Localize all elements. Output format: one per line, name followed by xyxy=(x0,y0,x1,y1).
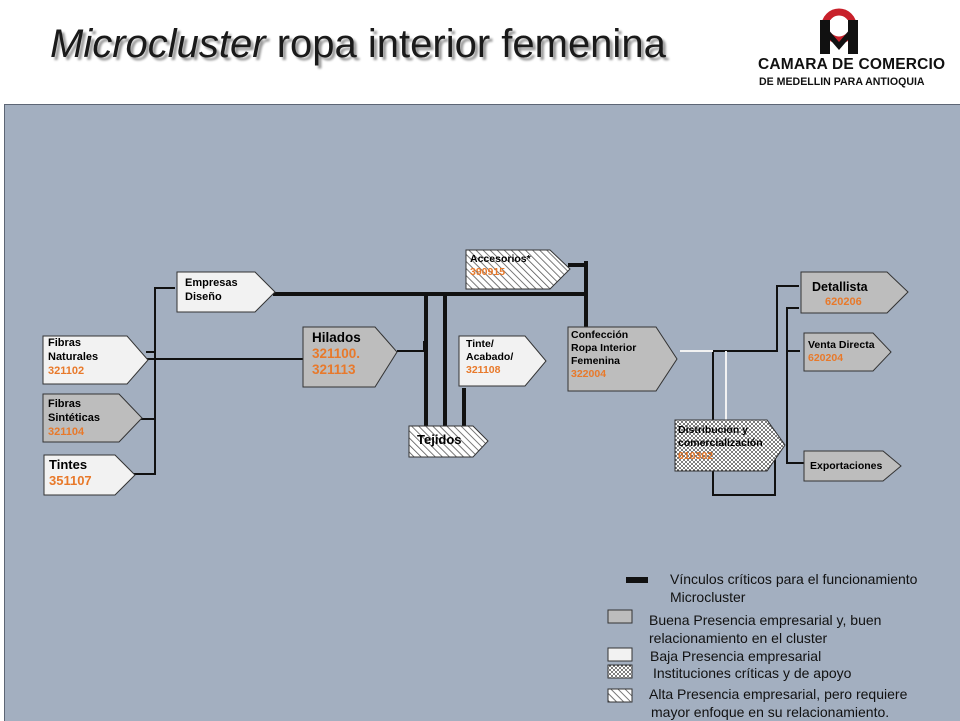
empresas-diseno-label-1: Empresas xyxy=(185,277,238,289)
camara-comercio-logo: CAMARA DE COMERCIO DE MEDELLIN PARA ANTI… xyxy=(758,6,958,98)
venta-directa-label: Venta Directa xyxy=(808,339,875,351)
fibras-sinteticas-label-1: Fibras xyxy=(48,398,82,410)
fibras-sinteticas-label-2: Sintéticas xyxy=(48,411,100,424)
confeccion-label-2: Ropa Interior xyxy=(571,342,637,355)
tintes-code: 351107 xyxy=(49,473,92,489)
legend-alta: Alta Presencia empresarial, pero requier… xyxy=(649,686,908,720)
fibras-sinteticas-shape xyxy=(42,393,143,443)
detallista-shape xyxy=(800,271,909,314)
tintes-shape xyxy=(43,454,136,496)
hilados-shape xyxy=(302,326,398,388)
legend-instituciones: Instituciones críticas y de apoyo xyxy=(653,665,852,681)
confeccion-code: 322004 xyxy=(571,368,607,381)
exportaciones-label: Exportaciones xyxy=(810,460,883,472)
exportaciones-shape xyxy=(803,450,902,482)
logo-text-line1: CAMARA DE COMERCIO xyxy=(758,56,946,73)
logo-mark-icon xyxy=(820,8,858,54)
fibras-naturales-label-1: Fibras xyxy=(48,337,82,349)
hilados-code-2: 321113 xyxy=(312,362,356,378)
tintes-label: Tintes xyxy=(49,457,88,472)
venta-directa-code: 620204 xyxy=(808,352,844,365)
logo-text-line2: DE MEDELLIN PARA ANTIOQUIA xyxy=(759,76,925,88)
accesorios-label: Accesorios* xyxy=(470,253,531,265)
legend-swatch-buena xyxy=(607,609,633,624)
empresas-diseno-label-2: Diseño xyxy=(185,290,222,303)
legend-baja: Baja Presencia empresarial xyxy=(650,648,822,664)
confeccion-label-1: Confección xyxy=(571,329,629,341)
detallista-code: 620206 xyxy=(825,295,862,308)
distribucion-label-2: comercialización xyxy=(678,437,763,450)
distribucion-label-1: Distribución y xyxy=(678,424,749,436)
fibras-naturales-shape xyxy=(42,335,149,385)
legend-vinculos: Vínculos críticos para el funcionamiento… xyxy=(670,571,918,605)
tinte-acabado-code: 321108 xyxy=(466,364,501,377)
fibras-naturales-label-2: Naturales xyxy=(48,350,99,363)
tinte-acabado-label-1: Tinte/ xyxy=(466,338,494,350)
fibras-naturales-code: 321102 xyxy=(48,364,85,377)
accesorios-shape xyxy=(465,249,571,290)
legend-swatch-alta xyxy=(607,688,633,703)
distribucion-code: 610302 xyxy=(678,450,714,463)
confeccion-label-3: Femenina xyxy=(571,355,621,368)
tinte-acabado-shape xyxy=(458,335,547,387)
venta-directa-shape xyxy=(803,332,892,372)
connector-lines xyxy=(42,249,909,703)
fibras-sinteticas-code: 321104 xyxy=(48,425,85,438)
tinte-acabado-label-2: Acabado/ xyxy=(466,351,514,364)
tejidos-shape xyxy=(408,425,489,458)
accesorios-code: 390915 xyxy=(470,266,506,279)
legend-swatch-instituciones xyxy=(607,664,633,679)
confeccion-shape xyxy=(567,326,678,392)
distribucion-shape xyxy=(674,419,786,472)
legend-swatch-vinculos xyxy=(626,577,648,583)
empresas-diseno-shape xyxy=(176,271,276,313)
legend-swatch-baja xyxy=(607,647,633,662)
hilados-code-1: 321100. xyxy=(312,346,361,362)
tejidos-label: Tejidos xyxy=(417,432,462,447)
detallista-label: Detallista xyxy=(812,280,868,294)
hilados-label: Hilados xyxy=(312,330,361,345)
page-title: Microcluster ropa interior femenina xyxy=(50,22,666,66)
